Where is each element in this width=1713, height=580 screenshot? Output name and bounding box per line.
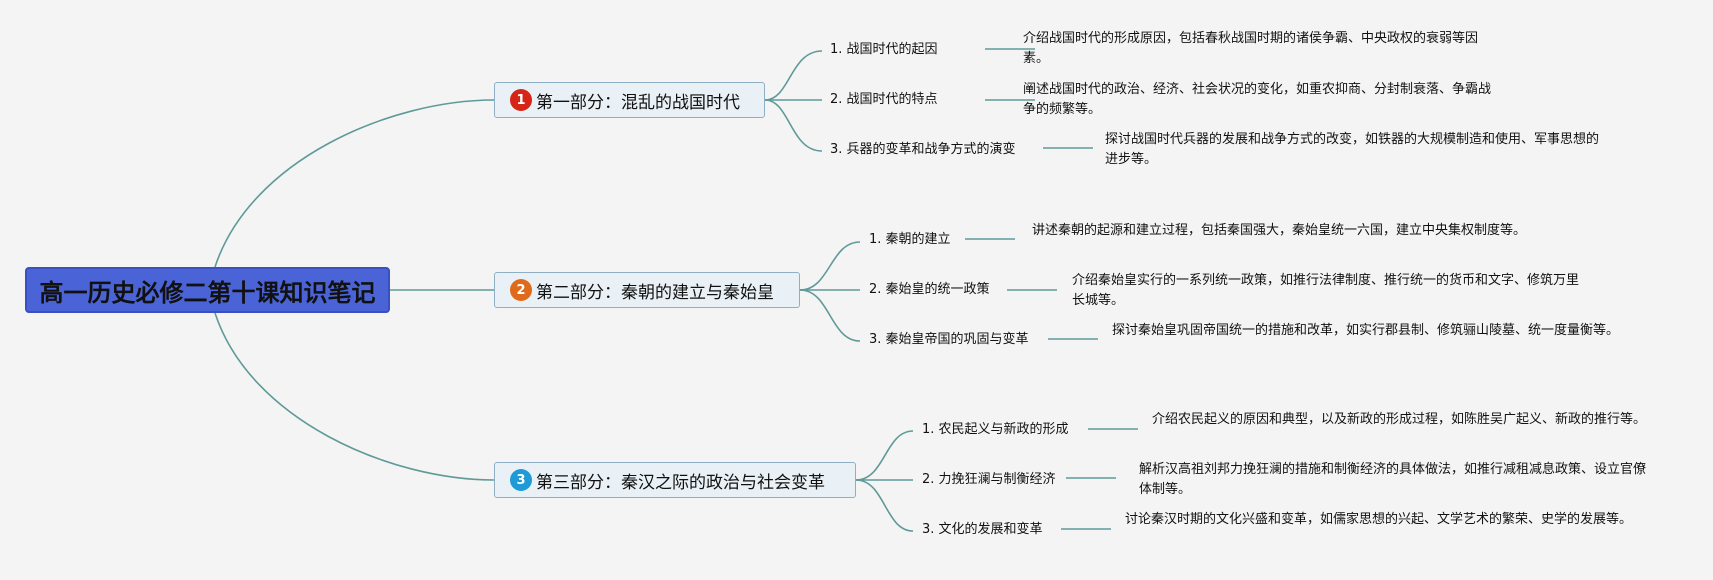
- root-to-part1: [214, 99, 495, 268]
- part1-branch-1: [764, 50, 823, 101]
- number-2-icon: 2: [510, 279, 532, 301]
- subtopic-label: 3. 文化的发展和变革: [922, 522, 1043, 537]
- description-text: 讲述秦朝的起源和建立过程，包括秦国强大，秦始皇统一六国，建立中央集权制度等。: [1032, 223, 1527, 238]
- part-title: 第三部分：秦汉之际的政治与社会变革: [536, 472, 825, 493]
- description-2-1[interactable]: 讲述秦朝的起源和建立过程，包括秦国强大，秦始皇统一六国，建立中央集权制度等。: [1032, 221, 1557, 241]
- part-topic-1[interactable]: 1 第一部分：混乱的战国时代: [494, 82, 765, 118]
- description-3-2[interactable]: 解析汉高祖刘邦力挽狂澜的措施和制衡经济的具体做法，如推行减租减息政策、设立官僚体…: [1139, 460, 1649, 500]
- description-1-1[interactable]: 介绍战国时代的形成原因，包括春秋战国时期的诸侯争霸、中央政权的衰弱等因素。: [1023, 29, 1493, 69]
- part-topic-2[interactable]: 2 第二部分：秦朝的建立与秦始皇: [494, 272, 800, 308]
- root-topic[interactable]: 高一历史必修二第十课知识笔记: [25, 267, 390, 313]
- part-title: 第二部分：秦朝的建立与秦始皇: [536, 282, 774, 303]
- subtopic-label: 3. 秦始皇帝国的巩固与变革: [869, 332, 1029, 347]
- part1-branch-3: [764, 99, 823, 152]
- description-2-3[interactable]: 探讨秦始皇巩固帝国统一的措施和改革，如实行郡县制、修筑骊山陵墓、统一度量衡等。: [1112, 321, 1622, 341]
- description-text: 探讨战国时代兵器的发展和战争方式的改变，如铁器的大规模制造和使用、军事思想的进步…: [1105, 132, 1600, 167]
- number-1-icon: 1: [510, 89, 532, 111]
- subtopic-label: 2. 战国时代的特点: [830, 92, 938, 107]
- description-2-2[interactable]: 介绍秦始皇实行的一系列统一政策，如推行法律制度、推行统一的货币和文字、修筑万里长…: [1072, 271, 1582, 311]
- description-text: 阐述战国时代的政治、经济、社会状况的变化，如重农抑商、分封制衰落、争霸战争的频繁…: [1023, 82, 1492, 117]
- root-to-part3: [214, 312, 495, 481]
- description-1-3[interactable]: 探讨战国时代兵器的发展和战争方式的改变，如铁器的大规模制造和使用、军事思想的进步…: [1105, 130, 1610, 170]
- part3-branch-1: [855, 430, 914, 481]
- subtopic-label: 1. 战国时代的起因: [830, 42, 938, 57]
- root-title: 高一历史必修二第十课知识笔记: [39, 278, 376, 307]
- description-text: 讨论秦汉时期的文化兴盛和变革，如儒家思想的兴起、文学艺术的繁荣、史学的发展等。: [1125, 512, 1633, 527]
- subtopic-3-2[interactable]: 2. 力挽狂澜与制衡经济: [922, 471, 1056, 489]
- subtopic-3-1[interactable]: 1. 农民起义与新政的形成: [922, 421, 1069, 439]
- subtopic-1-2[interactable]: 2. 战国时代的特点: [830, 91, 938, 109]
- part-title: 第一部分：混乱的战国时代: [536, 92, 740, 113]
- description-3-3[interactable]: 讨论秦汉时期的文化兴盛和变革，如儒家思想的兴起、文学艺术的繁荣、史学的发展等。: [1125, 510, 1635, 530]
- subtopic-1-1[interactable]: 1. 战国时代的起因: [830, 41, 938, 59]
- description-text: 介绍秦始皇实行的一系列统一政策，如推行法律制度、推行统一的货币和文字、修筑万里长…: [1072, 273, 1580, 308]
- subtopic-2-3[interactable]: 3. 秦始皇帝国的巩固与变革: [869, 331, 1029, 349]
- subtopic-1-3[interactable]: 3. 兵器的变革和战争方式的演变: [830, 141, 1016, 159]
- part3-branch-3: [855, 479, 914, 532]
- description-text: 介绍战国时代的形成原因，包括春秋战国时期的诸侯争霸、中央政权的衰弱等因素。: [1023, 31, 1479, 66]
- subtopic-label: 2. 秦始皇的统一政策: [869, 282, 990, 297]
- subtopic-label: 2. 力挽狂澜与制衡经济: [922, 472, 1056, 487]
- description-text: 解析汉高祖刘邦力挽狂澜的措施和制衡经济的具体做法，如推行减租减息政策、设立官僚体…: [1139, 462, 1647, 497]
- description-text: 介绍农民起义的原因和典型，以及新政的形成过程，如陈胜吴广起义、新政的推行等。: [1152, 412, 1647, 427]
- subtopic-2-2[interactable]: 2. 秦始皇的统一政策: [869, 281, 990, 299]
- description-1-2[interactable]: 阐述战国时代的政治、经济、社会状况的变化，如重农抑商、分封制衰落、争霸战争的频繁…: [1023, 80, 1493, 120]
- part2-branch-3: [799, 289, 861, 342]
- subtopic-label: 1. 农民起义与新政的形成: [922, 422, 1069, 437]
- number-3-icon: 3: [510, 469, 532, 491]
- part-topic-3[interactable]: 3 第三部分：秦汉之际的政治与社会变革: [494, 462, 856, 498]
- description-text: 探讨秦始皇巩固帝国统一的措施和改革，如实行郡县制、修筑骊山陵墓、统一度量衡等。: [1112, 323, 1620, 338]
- subtopic-label: 3. 兵器的变革和战争方式的演变: [830, 142, 1016, 157]
- subtopic-2-1[interactable]: 1. 秦朝的建立: [869, 231, 951, 249]
- description-3-1[interactable]: 介绍农民起义的原因和典型，以及新政的形成过程，如陈胜吴广起义、新政的推行等。: [1152, 410, 1657, 430]
- part2-branch-1: [799, 241, 861, 291]
- subtopic-3-3[interactable]: 3. 文化的发展和变革: [922, 521, 1043, 539]
- subtopic-label: 1. 秦朝的建立: [869, 232, 951, 247]
